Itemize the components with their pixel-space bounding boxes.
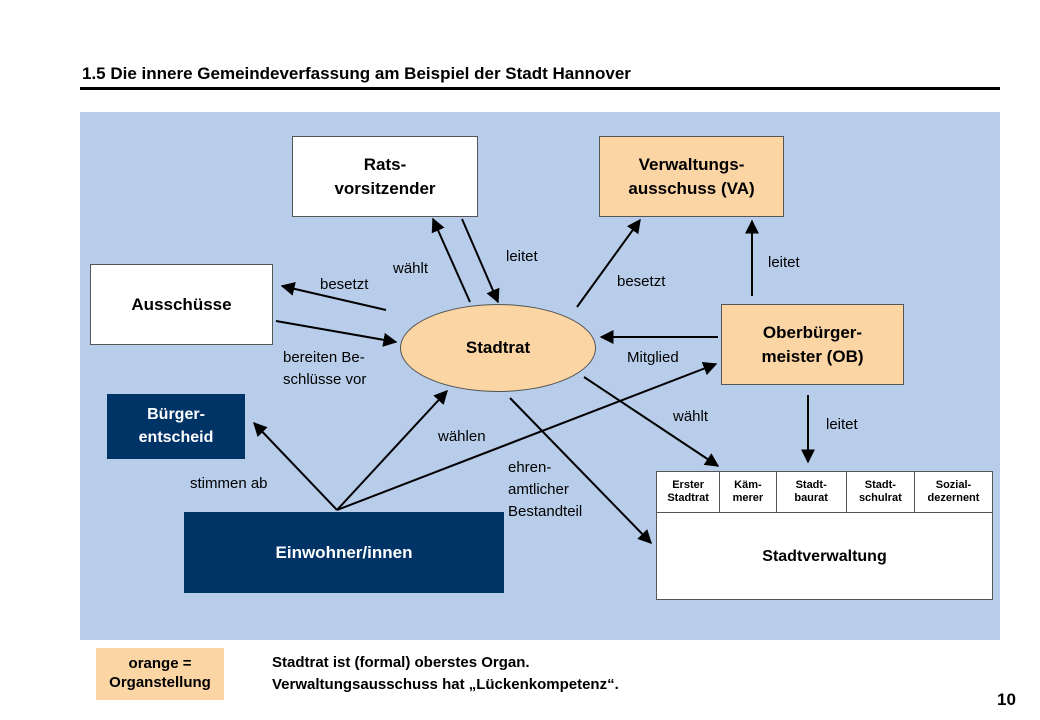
edge-label-ehrenamtlich: ehren- amtlicher Bestandteil [508, 459, 583, 520]
buergerentscheid-label: Bürger- entscheid [138, 406, 214, 446]
department-kaemmerer: Käm- merer [720, 472, 777, 512]
arrow-stadtrat-to-ausschuesse [280, 282, 387, 311]
footnote: Stadtrat ist (formal) oberstes Organ. Ve… [272, 652, 619, 696]
edge-label-leitet-sv: leitet [826, 416, 858, 433]
verwaltungsausschuss-label: Verwaltungs- ausschuss (VA) [628, 154, 755, 198]
department-erster-stadtrat: Erster Stadtrat [657, 472, 721, 512]
edge-label-besetzt-va: besetzt [617, 273, 666, 290]
buergerentscheid-box: Bürger- entscheid [107, 394, 245, 459]
edge-label-mitglied: Mitglied [627, 349, 679, 366]
title-rule [80, 87, 1000, 90]
arrow-einwohner-to-ob [336, 361, 718, 511]
oberbuergermeister-box: Oberbürger- meister (OB) [721, 304, 904, 385]
arrow-ausschuesse-to-stadtrat [275, 320, 398, 347]
footnote-line-1: Stadtrat ist (formal) oberstes Organ. [272, 654, 530, 671]
stadtverwaltung-departments: Erster Stadtrat Käm- merer Stadt- baurat… [657, 472, 992, 513]
oberbuergermeister-label: Oberbürger- meister (OB) [761, 322, 864, 366]
footnote-line-2: Verwaltungsausschuss hat „Lückenkompeten… [272, 675, 619, 693]
edge-label-bereiten: bereiten Be- schlüsse vor [283, 349, 367, 388]
arrow-stadtrat-to-stadtverwaltung [583, 376, 720, 467]
department-stadtschulrat: Stadt- schulrat [847, 472, 915, 512]
ratsvorsitzender-label: Rats- vorsitzender [334, 154, 436, 198]
edge-label-leitet-rv: leitet [506, 248, 538, 265]
ausschuesse-label: Ausschüsse [131, 294, 232, 314]
department-sozialdezernent: Sozial- dezernent [927, 478, 980, 504]
stadtverwaltung-title: Stadtverwaltung [762, 547, 887, 565]
arrow-einwohner-to-stadtrat [336, 389, 448, 511]
legend-orange: orange = Organstellung [96, 648, 224, 700]
edge-label-waehlt-sv: wählt [673, 408, 709, 425]
stadtrat-ellipse: Stadtrat [400, 304, 596, 392]
department-stadtbaurat: Stadt- baurat [777, 472, 847, 512]
einwohner-box: Einwohner/innen [184, 512, 504, 593]
arrow-einwohner-to-buergerentscheid [253, 421, 338, 511]
edge-label-leitet-va: leitet [768, 254, 800, 271]
einwohner-label: Einwohner/innen [275, 542, 413, 562]
ratsvorsitzender-box: Rats- vorsitzender [292, 136, 478, 217]
arrow-ratsvorsitzender-to-stadtrat [461, 218, 500, 304]
edge-label-stimmen-ab: stimmen ab [190, 475, 268, 492]
arrow-stadtrat-to-stadtverwaltung-ehrenamtlich [509, 397, 652, 545]
stadtverwaltung-box: Erster Stadtrat Käm- merer Stadt- baurat… [656, 471, 993, 600]
edge-label-besetzt-aus: besetzt [320, 276, 369, 293]
edge-label-waehlt-rv: wählt [393, 260, 429, 277]
page-title: 1.5 Die innere Gemeindeverfassung am Bei… [82, 64, 631, 83]
edge-label-waehlen: wählen [438, 428, 486, 445]
page-number: 10 [997, 690, 1016, 709]
stadtrat-label: Stadtrat [465, 338, 531, 357]
arrow-stadtrat-to-va [576, 218, 641, 308]
verwaltungsausschuss-box: Verwaltungs- ausschuss (VA) [599, 136, 784, 217]
arrow-stadtrat-to-ratsvorsitzender [431, 217, 471, 303]
ausschuesse-box: Ausschüsse [90, 264, 273, 345]
